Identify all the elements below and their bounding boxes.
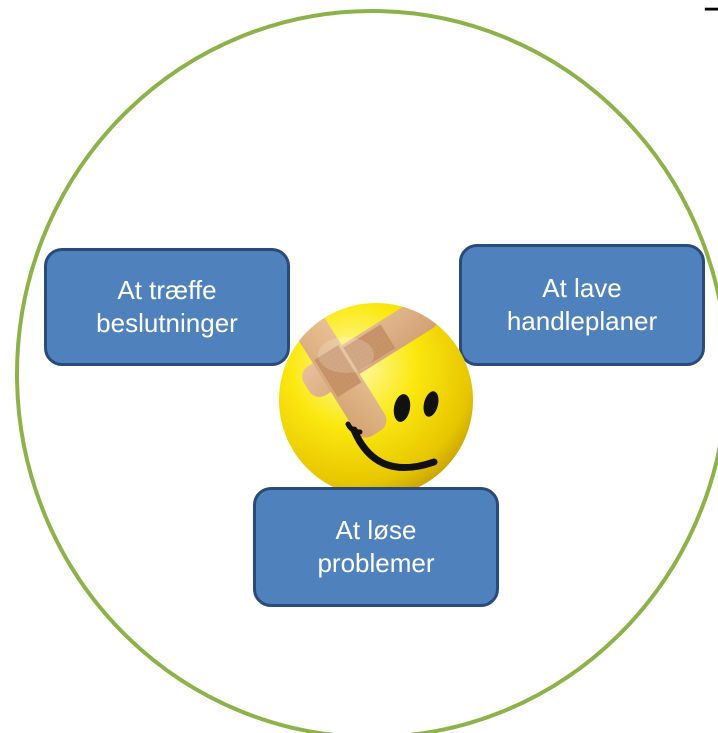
- box-plans: At lave handleplaner: [459, 244, 705, 366]
- box-problems-line2: problemer: [317, 548, 435, 578]
- box-decisions-line1: At træffe: [117, 275, 217, 305]
- box-problems: At løse problemer: [253, 487, 499, 607]
- edge-mark: ▁: [705, 0, 718, 10]
- box-decisions-line2: beslutninger: [96, 308, 238, 338]
- box-problems-line1: At løse: [335, 515, 417, 545]
- box-decisions: At træffe beslutninger: [44, 248, 290, 366]
- box-plans-line2: handleplaner: [506, 306, 658, 336]
- smiley-with-bandage-icon: [279, 303, 473, 497]
- box-plans-line1: At lave: [542, 273, 622, 303]
